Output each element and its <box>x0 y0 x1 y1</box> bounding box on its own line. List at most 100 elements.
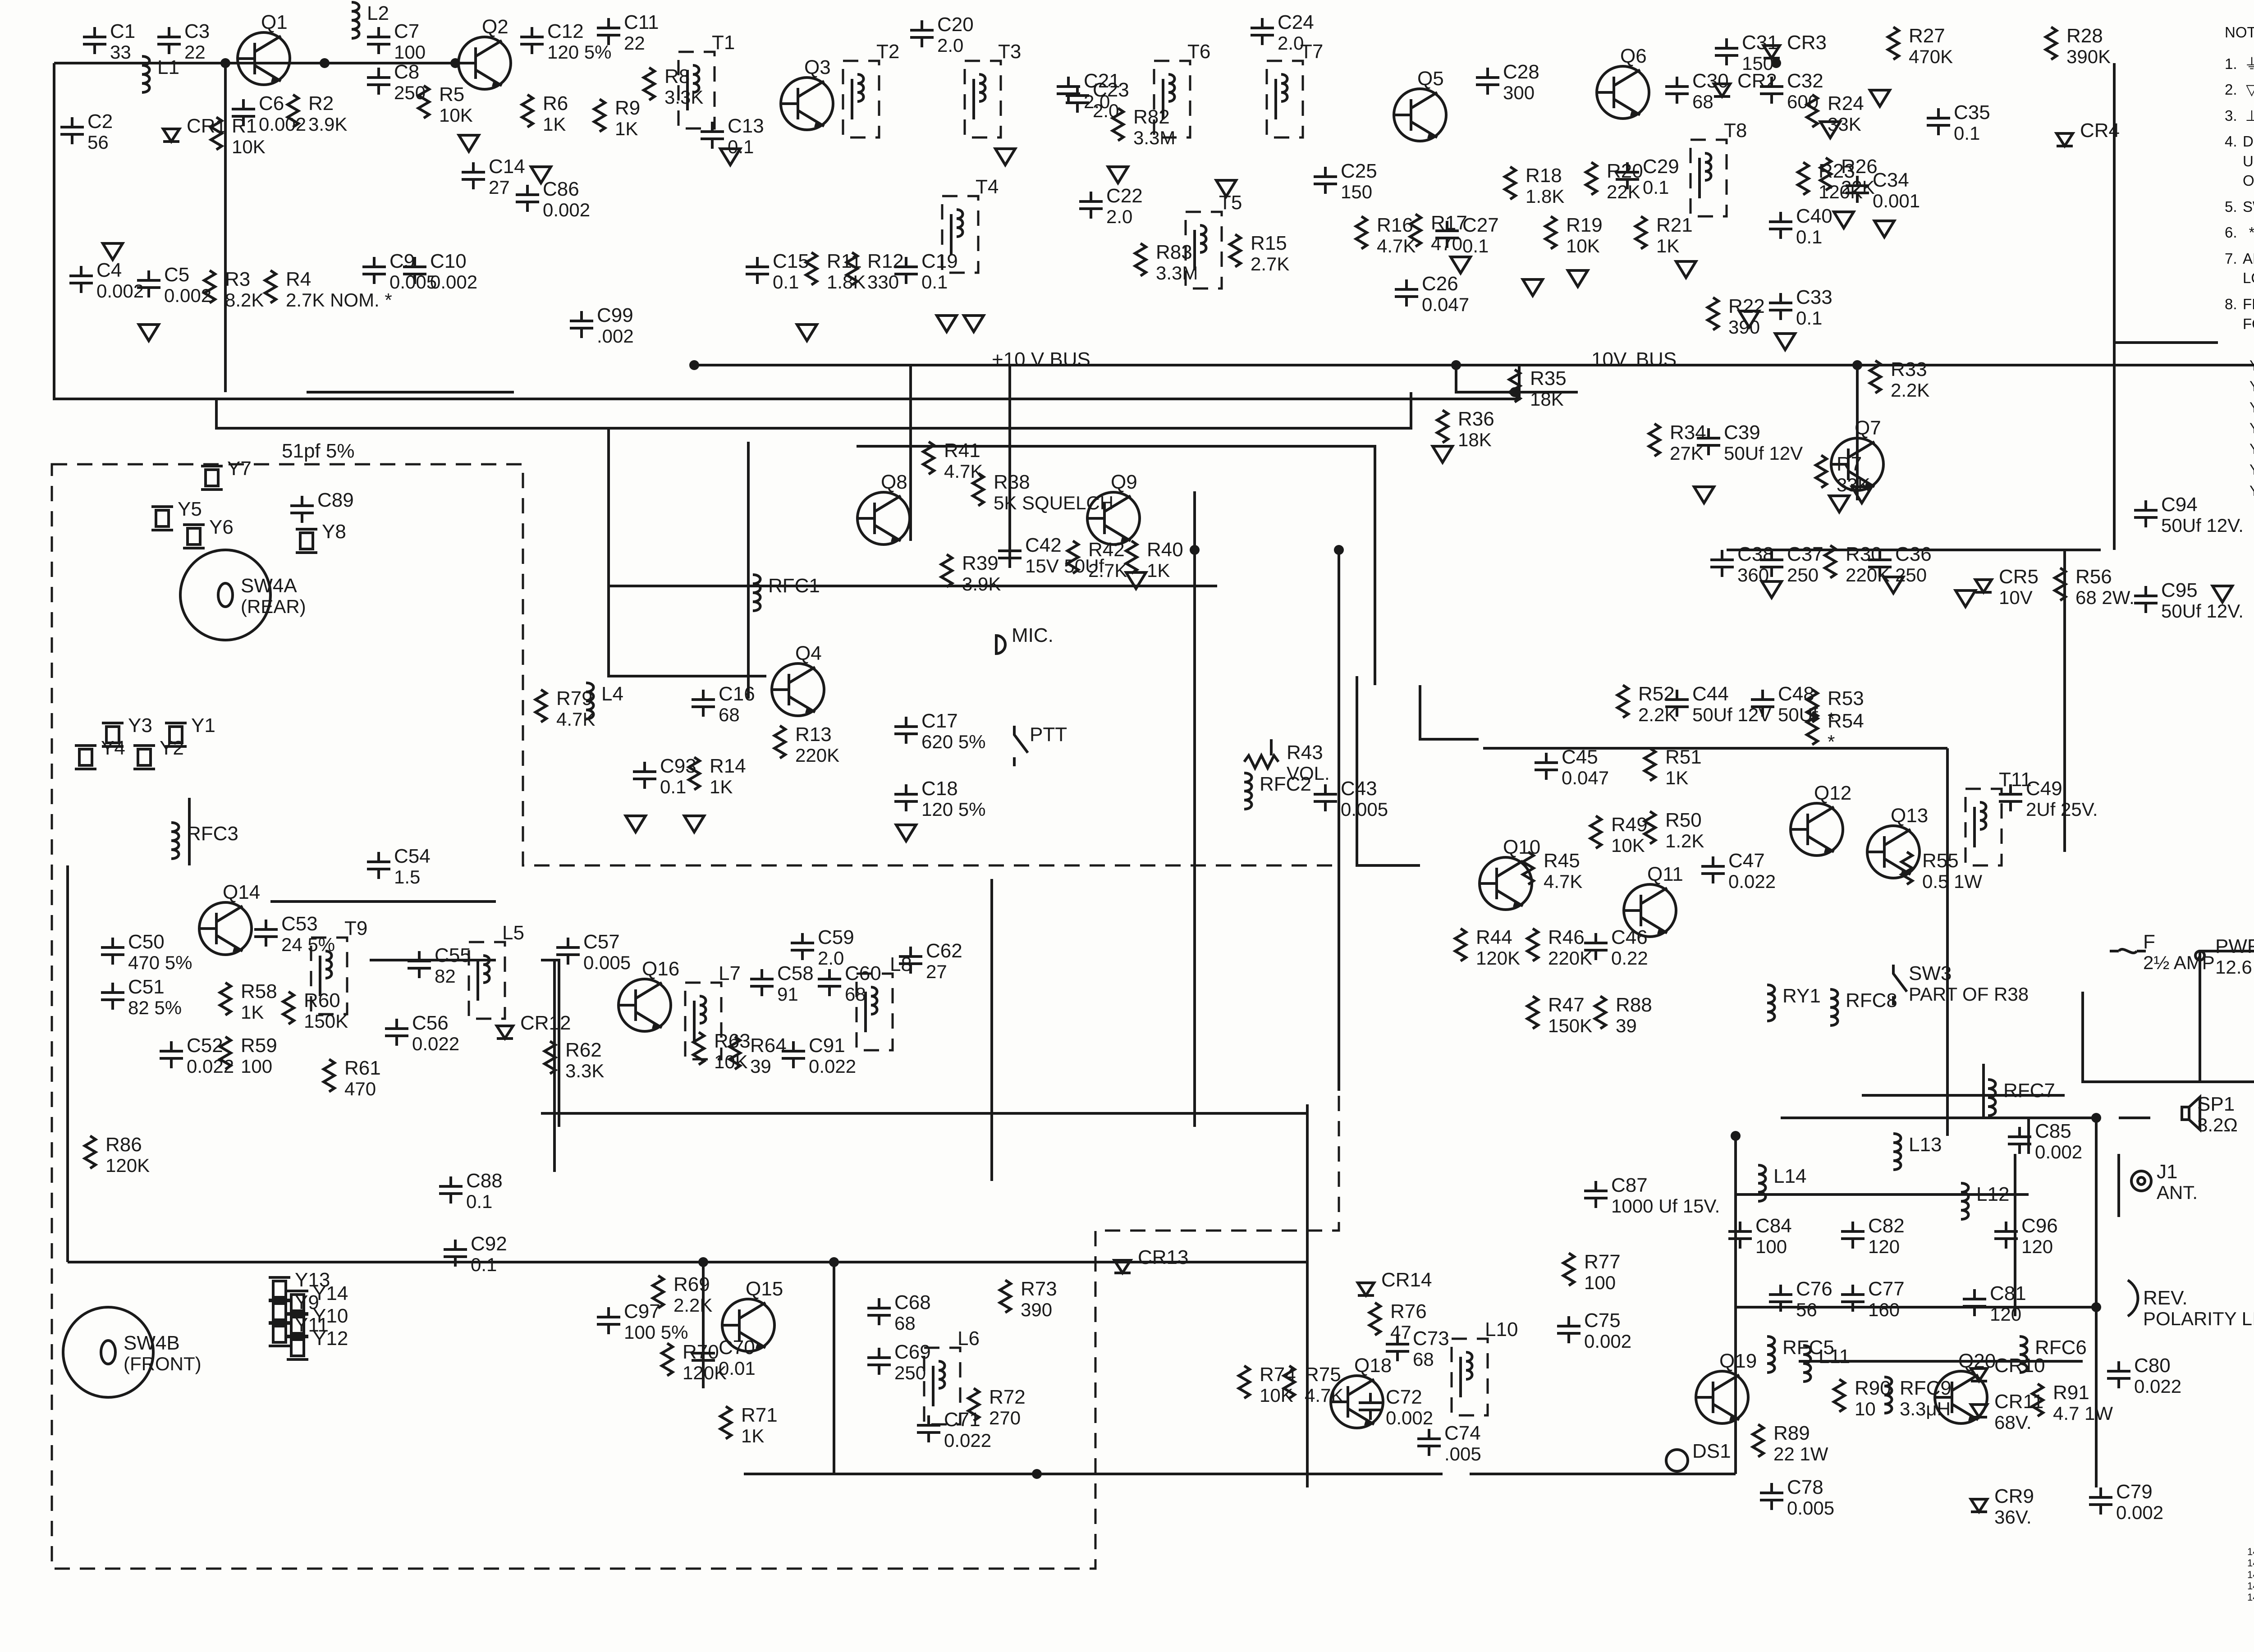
symbol-c7 <box>367 27 390 54</box>
symbol-q9 <box>1086 491 1141 546</box>
rcvr-ground-icon <box>136 323 161 343</box>
shield-can-icon <box>677 50 716 130</box>
shield-can-icon <box>1184 211 1223 290</box>
label-c86-ref: C86 <box>543 178 579 200</box>
symbol-r16 <box>1353 215 1370 250</box>
capacitor-plates-icon <box>2107 1361 2130 1388</box>
symbol-c75 <box>1557 1316 1581 1343</box>
symbol-c26 <box>1395 279 1418 307</box>
rcvr-ground-icon <box>1565 269 1590 289</box>
shield-can-icon <box>310 936 348 1016</box>
label-r21-value: 1K <box>1656 235 1679 256</box>
label-c38-value: 360 <box>1737 564 1769 586</box>
symbol-l8 <box>855 972 894 1052</box>
junction-dot <box>689 360 699 370</box>
label-c29-ref: C29 <box>1643 156 1679 178</box>
label-r24-ref: R24 <box>1828 92 1864 114</box>
label-c16-value: 68 <box>719 704 740 725</box>
label-cr13-ref: CR13 <box>1138 1246 1189 1268</box>
crystal-y7: Y7 – 8.441 MHz <box>2249 481 2254 500</box>
resistor-zigzag-icon <box>1588 815 1604 850</box>
symbol-rfc9 <box>1884 1376 1893 1414</box>
symbol-r36 <box>1434 409 1451 444</box>
label-c72-ref: C72 <box>1386 1386 1422 1408</box>
symbol-c94 <box>2134 500 2158 527</box>
label-c32-ref: C32 <box>1787 70 1823 92</box>
label-c75-value: 0.002 <box>1584 1331 1631 1352</box>
capacitor-plates-icon <box>1435 221 1459 248</box>
label-c5-value: 0.002 <box>164 285 211 306</box>
label-r64-value: 39 <box>750 1056 771 1077</box>
resistor-zigzag-icon <box>1804 711 1820 746</box>
tuned-coil-icon <box>864 986 879 1032</box>
label-r8-ref: R8 <box>664 65 690 87</box>
label-c17-ref: C17 <box>921 710 958 732</box>
label-cr9-ref: CR9 <box>1994 1485 2034 1507</box>
resistor-zigzag-icon <box>659 1342 675 1377</box>
resistor-zigzag-icon <box>803 251 820 286</box>
label-r24-value: 33K <box>1828 114 1861 135</box>
rcvr-ground-icon <box>1881 576 1906 596</box>
label-c49-value: 2Uf 25V. <box>2026 799 2098 820</box>
label-r58-ref: R58 <box>241 980 277 1002</box>
resistor-zigzag-icon <box>280 990 297 1025</box>
rcvr-ground-icon <box>1831 211 1856 231</box>
label-t4-ref: T4 <box>976 176 999 198</box>
label-r22-value: 390 <box>1728 316 1760 338</box>
label-c25-value: 150 <box>1341 181 1372 202</box>
label-r43-ref: R43 <box>1287 741 1323 764</box>
label-r18-ref: R18 <box>1526 165 1562 187</box>
symbol-r9 <box>591 98 608 133</box>
label-c95-value: 50Uf 12V. <box>2161 600 2244 622</box>
junction-dot <box>1771 58 1781 68</box>
symbol-c8 <box>367 68 390 95</box>
symbol-cr12 <box>494 1025 516 1041</box>
resistor-zigzag-icon <box>691 1031 707 1066</box>
symbol-c72 <box>1359 1393 1382 1420</box>
label-c54-ref: C54 <box>394 845 431 867</box>
symbol-r17 <box>1407 213 1424 248</box>
tuned-coil-icon <box>932 1360 946 1406</box>
label-c56-ref: C56 <box>412 1012 449 1034</box>
crystal-icon <box>272 1280 287 1299</box>
resistor-zigzag-icon <box>1885 26 1901 61</box>
resistor-zigzag-icon <box>1543 215 1559 250</box>
label-r23-ref: R23 <box>1819 160 1855 182</box>
resistor-zigzag-icon <box>217 981 234 1016</box>
symbol-c27 <box>1435 221 1459 248</box>
symbol-cr10 <box>1968 1367 1990 1384</box>
resistor-zigzag-icon <box>533 688 549 723</box>
label-r19-value: 10K <box>1566 235 1600 256</box>
symbol-r82 <box>1110 107 1126 142</box>
label-y11-ref: Y11 <box>295 1314 329 1336</box>
label-r86-value: 120K <box>105 1155 150 1176</box>
symbol-cr14 <box>1355 1281 1377 1298</box>
symbol-c52 <box>160 1041 183 1068</box>
rcvr-ground-icon <box>1105 165 1131 186</box>
notes-heading: NOTES: <box>2225 24 2254 41</box>
wire-12 <box>607 428 766 677</box>
symbol-rfc7 <box>1988 1078 1997 1117</box>
rcvr-ground-icon <box>893 824 919 844</box>
label-c36-value: 250 <box>1895 564 1927 586</box>
label-c60-value: 68 <box>845 984 866 1005</box>
rcvr-ground-icon <box>934 314 959 334</box>
label-c28-value: 300 <box>1503 82 1535 103</box>
note-number: 8. <box>2225 296 2237 313</box>
symbol-r11 <box>803 251 820 286</box>
symbol-t2 <box>842 59 880 139</box>
capacitor-plates-icon <box>867 1298 891 1325</box>
label-r14-ref: R14 <box>710 755 746 777</box>
emitter-arrow-icon <box>492 80 501 87</box>
symbol-t7 <box>1265 59 1304 139</box>
label-c26-value: 0.047 <box>1422 294 1469 315</box>
resistor-zigzag-icon <box>1705 296 1721 331</box>
label-q9-ref: Q9 <box>1111 471 1137 493</box>
label-q3-ref: Q3 <box>804 56 831 78</box>
symbol-ry1 <box>1767 984 1776 1022</box>
symbol-q4 <box>770 662 825 717</box>
capacitor-plates-icon <box>917 1415 940 1442</box>
label-c75-ref: C75 <box>1584 1309 1621 1332</box>
inductor-coil-icon <box>1830 988 1839 1027</box>
symbol-r26 <box>1818 156 1834 192</box>
